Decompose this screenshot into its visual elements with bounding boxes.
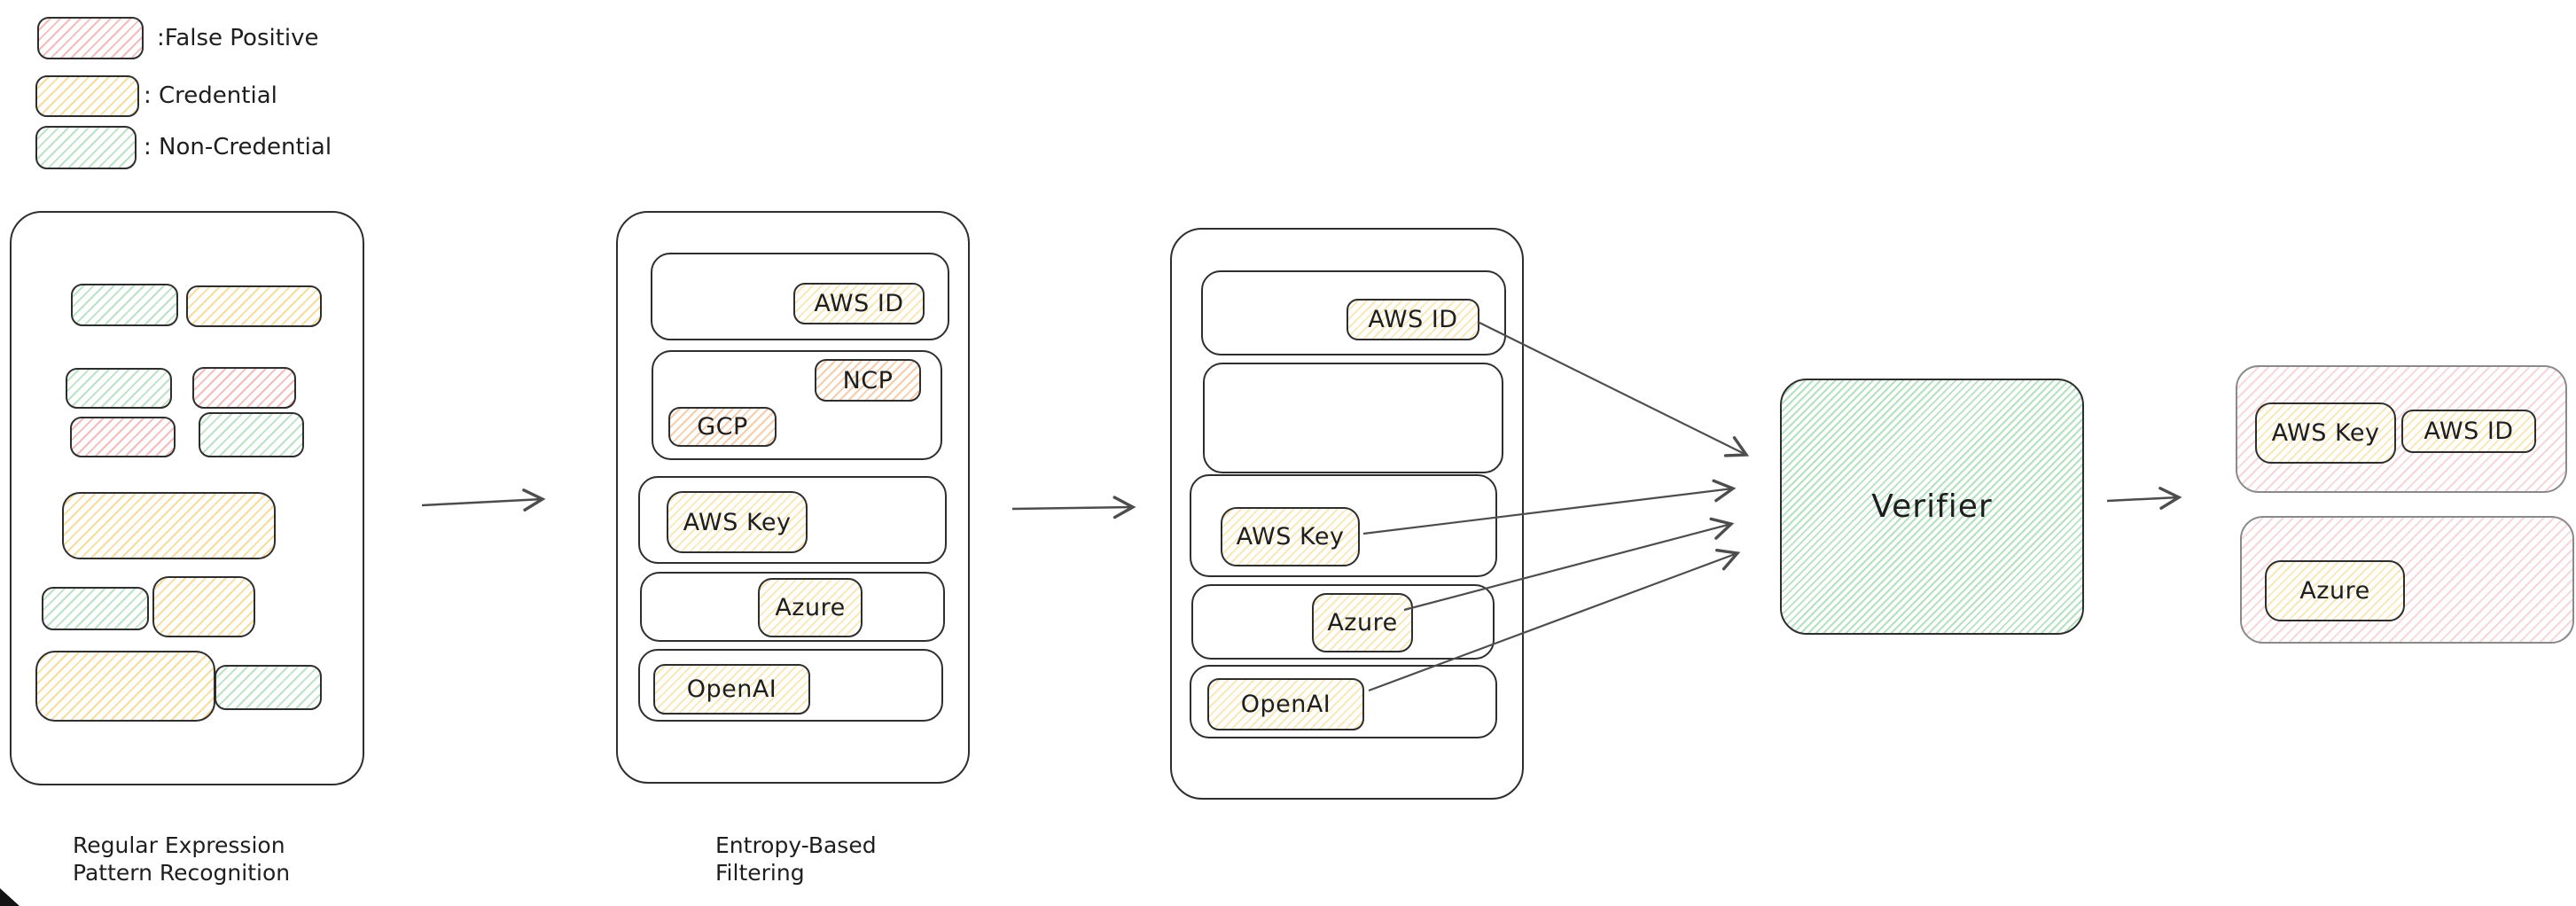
legend-swatch-non-credential (35, 126, 137, 169)
panel-regex-stage (10, 211, 364, 785)
caption-line: Pattern Recognition (73, 860, 291, 886)
caption-line: Filtering (715, 860, 805, 886)
legend-label-credential: : Credential (144, 82, 277, 109)
block-credential-wide (35, 651, 215, 722)
block-non-credential (215, 665, 322, 710)
block-credential-wide (62, 492, 276, 559)
panel-candidates-stage: AWS ID AWS Key Azure OpenAI (1170, 228, 1524, 800)
verifier-box: Verifier (1780, 379, 2084, 635)
chip-aws-id: AWS ID (2401, 410, 2536, 453)
chip-openai: OpenAI (1207, 678, 1364, 730)
block-false-positive (192, 367, 296, 409)
chip-ncp: NCP (815, 359, 921, 402)
chip-aws-key: AWS Key (2255, 402, 2396, 464)
caption-line: Entropy-Based (715, 832, 877, 858)
chip-azure: Azure (1312, 593, 1413, 652)
panel-entropy-stage: AWS ID NCP GCP AWS Key Azure OpenAI (616, 211, 970, 784)
block-non-credential (66, 368, 172, 409)
block-non-credential (71, 284, 178, 326)
chip-aws-id: AWS ID (793, 283, 925, 324)
chip-gcp: GCP (668, 407, 777, 447)
chip-azure: Azure (2265, 560, 2405, 621)
block-non-credential (199, 412, 304, 457)
caption-line: Regular Expression (73, 832, 285, 858)
arrow-stage1-to-stage2 (421, 488, 546, 512)
block-non-credential (42, 587, 149, 630)
chip-openai: OpenAI (653, 664, 810, 715)
chip-aws-id: AWS ID (1347, 299, 1479, 340)
corner-artifact (0, 888, 20, 906)
arrow-verifier-to-output (2106, 487, 2182, 510)
caption-regex-stage: Regular Expression Pattern Recognition (73, 832, 290, 886)
chip-azure: Azure (758, 578, 863, 637)
legend-swatch-false-positive (37, 17, 144, 59)
legend-label-false-positive: :False Positive (157, 25, 319, 51)
block-credential (186, 285, 322, 327)
legend-label-non-credential: : Non-Credential (144, 134, 332, 160)
legend-swatch-credential (35, 75, 139, 117)
block-credential (152, 576, 255, 637)
output-group-azure: Azure (2240, 516, 2574, 644)
chip-aws-key: AWS Key (1221, 507, 1360, 566)
block-false-positive (70, 417, 176, 457)
verifier-label: Verifier (1871, 488, 1993, 525)
caption-entropy-stage: Entropy-Based Filtering (715, 832, 877, 886)
candidate-row-empty (1203, 363, 1503, 473)
chip-aws-key: AWS Key (667, 491, 808, 553)
arrow-stage2-to-stage3 (1011, 496, 1136, 519)
output-group-aws: AWS Key AWS ID (2236, 365, 2567, 493)
